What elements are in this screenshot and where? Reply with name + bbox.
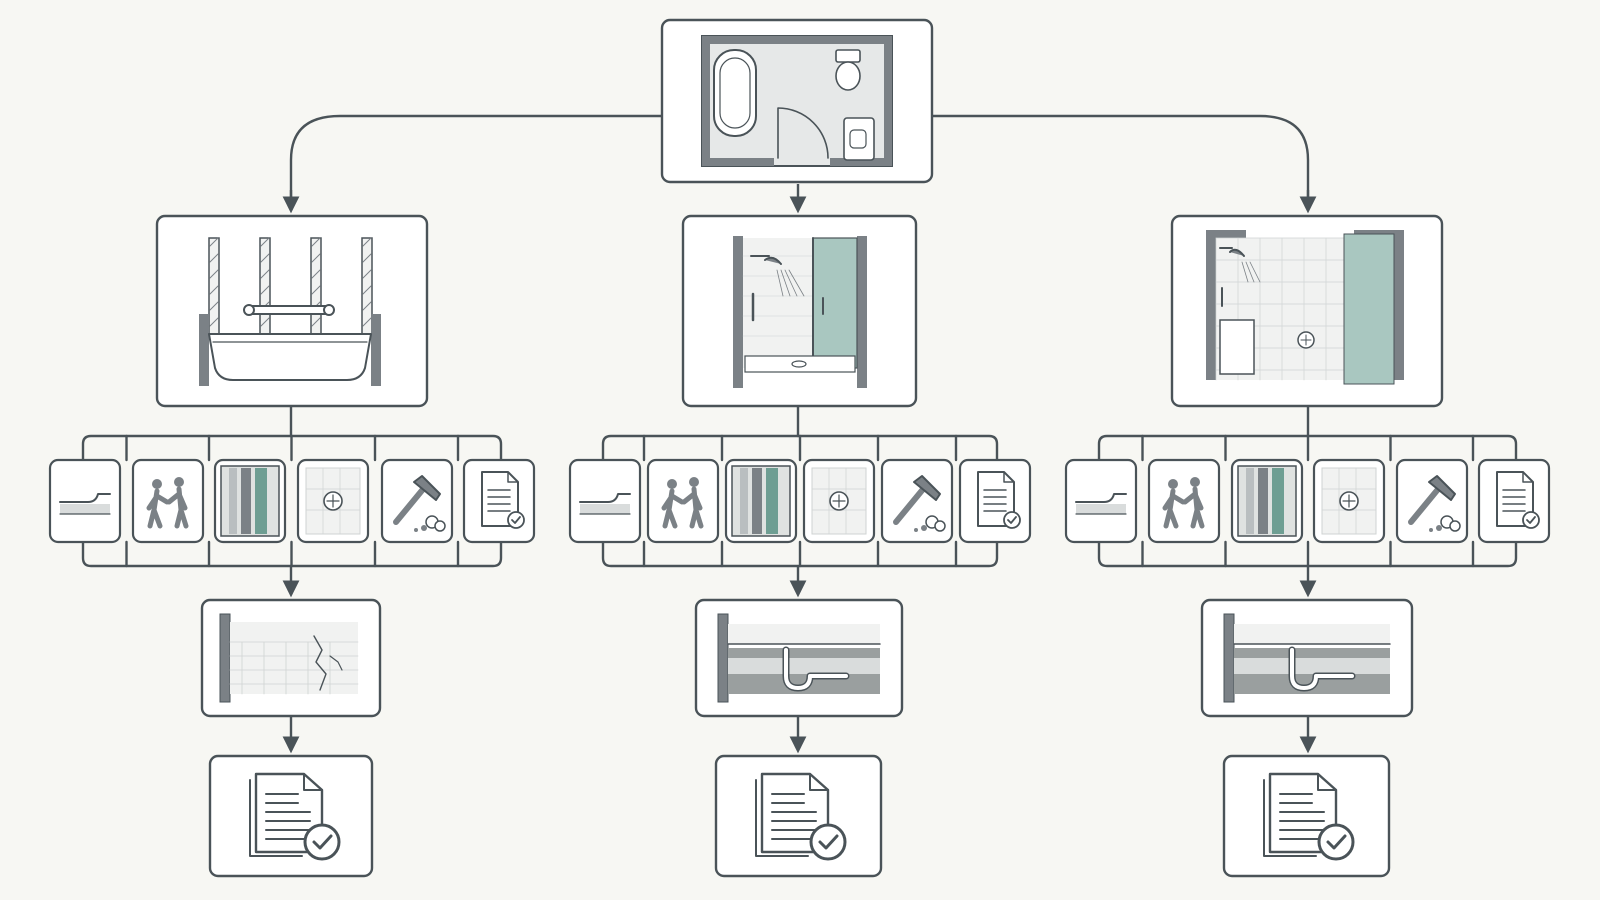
demolition-icon (380, 458, 454, 544)
threshold-icon (568, 458, 642, 544)
permit-document-icon (462, 458, 536, 544)
glass-shower-branch (568, 214, 1032, 878)
tile-crack-detail (200, 598, 382, 718)
demolition-icon (880, 458, 954, 544)
subfloor-plumbing-detail (1200, 598, 1414, 718)
drain-tile-icon (1312, 458, 1386, 544)
tub-branch (48, 214, 536, 878)
root-connectors (282, 114, 1317, 214)
approved-document (1222, 754, 1391, 878)
drain-plumbing-detail (694, 598, 904, 718)
helpers-icon (1147, 458, 1221, 544)
wall-panel-icon (1230, 458, 1304, 544)
walk-in-shower-branch-connectors (1097, 404, 1518, 754)
glass-shower-option (681, 214, 918, 408)
threshold-icon (48, 458, 122, 544)
walk-in-shower-option (1170, 214, 1444, 408)
approved-document (714, 754, 883, 878)
drain-tile-icon (296, 458, 370, 544)
permit-document-icon (1477, 458, 1551, 544)
approved-document (208, 754, 374, 878)
demolition-icon (1395, 458, 1469, 544)
threshold-icon (1064, 458, 1138, 544)
wall-panel-icon (213, 458, 287, 544)
nodes (48, 18, 1551, 878)
helpers-icon (131, 458, 205, 544)
walk-in-shower-branch-factors (1064, 458, 1551, 544)
glass-shower-branch-factors (568, 458, 1032, 544)
bathtub-option (155, 214, 429, 408)
helpers-icon (646, 458, 720, 544)
walk-in-shower-branch (1064, 214, 1551, 878)
tub-branch-factors (48, 458, 536, 544)
tub-branch-connectors (81, 404, 503, 754)
bathroom-floor-plan (660, 18, 934, 184)
drain-tile-icon (802, 458, 876, 544)
wall-panel-icon (724, 458, 798, 544)
glass-shower-branch-connectors (601, 404, 999, 754)
connectors (81, 114, 1518, 754)
permit-document-icon (958, 458, 1032, 544)
